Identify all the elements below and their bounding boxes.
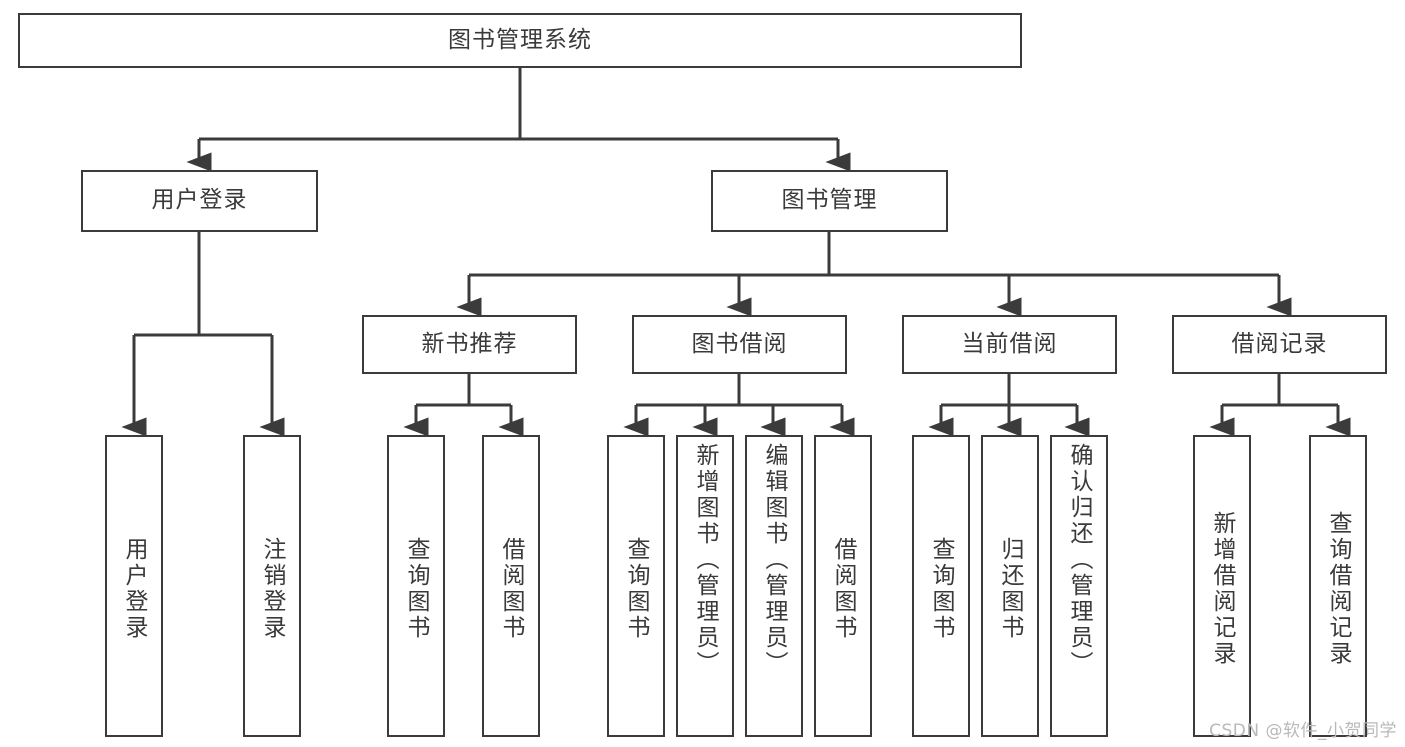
node-root-system[interactable]: 图书管理系统	[18, 13, 1022, 68]
leaf-query-book-current[interactable]: 查询图书	[912, 435, 970, 737]
node-label: 新增借阅记录	[1209, 511, 1236, 667]
node-label: 编辑图书（管理员）	[761, 443, 788, 677]
node-borrow-records[interactable]: 借阅记录	[1172, 315, 1387, 374]
node-label: 查询借阅记录	[1325, 511, 1352, 667]
leaf-inner: 查询图书	[402, 443, 430, 735]
leaf-inner: 确认归还（管理员）	[1065, 443, 1093, 735]
leaf-add-book-admin[interactable]: 新增图书（管理员）	[676, 435, 734, 737]
leaf-inner: 查询图书	[622, 443, 650, 735]
leaf-inner: 注销登录	[258, 443, 286, 735]
node-label: 确认归还（管理员）	[1066, 443, 1093, 677]
node-user-login[interactable]: 用户登录	[81, 170, 318, 232]
leaf-borrow-book-recommend[interactable]: 借阅图书	[482, 435, 540, 737]
leaf-inner: 借阅图书	[497, 443, 525, 735]
leaf-query-book-recommend[interactable]: 查询图书	[387, 435, 445, 737]
node-label: 新书推荐	[421, 330, 518, 357]
leaf-inner: 归还图书	[996, 443, 1024, 735]
leaf-inner: 用户登录	[120, 443, 148, 735]
node-label: 图书借阅	[691, 330, 788, 357]
leaf-inner: 编辑图书（管理员）	[760, 443, 788, 735]
leaf-query-book-borrow[interactable]: 查询图书	[607, 435, 665, 737]
node-label: 归还图书	[997, 537, 1024, 641]
node-current-borrow[interactable]: 当前借阅	[902, 315, 1117, 374]
leaf-borrow-book[interactable]: 借阅图书	[814, 435, 872, 737]
leaf-confirm-return-admin[interactable]: 确认归还（管理员）	[1050, 435, 1108, 737]
leaf-inner: 新增借阅记录	[1208, 443, 1236, 735]
leaf-inner: 借阅图书	[829, 443, 857, 735]
node-label: 借阅记录	[1231, 330, 1328, 357]
leaf-user-login[interactable]: 用户登录	[105, 435, 163, 737]
node-label: 新增图书（管理员）	[692, 443, 719, 677]
leaf-inner: 查询图书	[927, 443, 955, 735]
csdn-watermark: CSDN @软件_小贺同学	[1209, 721, 1397, 741]
node-book-borrow[interactable]: 图书借阅	[632, 315, 847, 374]
node-label: 当前借阅	[961, 330, 1058, 357]
leaf-logout[interactable]: 注销登录	[243, 435, 301, 737]
node-label: 注销登录	[259, 537, 286, 641]
node-label: 借阅图书	[498, 537, 525, 641]
node-new-book-recommend[interactable]: 新书推荐	[362, 315, 577, 374]
leaf-add-borrow-record[interactable]: 新增借阅记录	[1193, 435, 1251, 737]
leaf-inner: 查询借阅记录	[1324, 443, 1352, 735]
node-label: 查询图书	[403, 537, 430, 641]
leaf-return-book[interactable]: 归还图书	[981, 435, 1039, 737]
leaf-query-borrow-record[interactable]: 查询借阅记录	[1309, 435, 1367, 737]
node-label: 用户登录	[121, 537, 148, 641]
node-book-management[interactable]: 图书管理	[711, 170, 948, 232]
leaf-edit-book-admin[interactable]: 编辑图书（管理员）	[745, 435, 803, 737]
node-label: 借阅图书	[830, 537, 857, 641]
node-label: 查询图书	[623, 537, 650, 641]
node-label: 查询图书	[928, 537, 955, 641]
node-label: 图书管理系统	[448, 26, 592, 53]
node-label: 图书管理	[781, 187, 878, 214]
node-label: 用户登录	[151, 187, 248, 214]
leaf-inner: 新增图书（管理员）	[691, 443, 719, 735]
